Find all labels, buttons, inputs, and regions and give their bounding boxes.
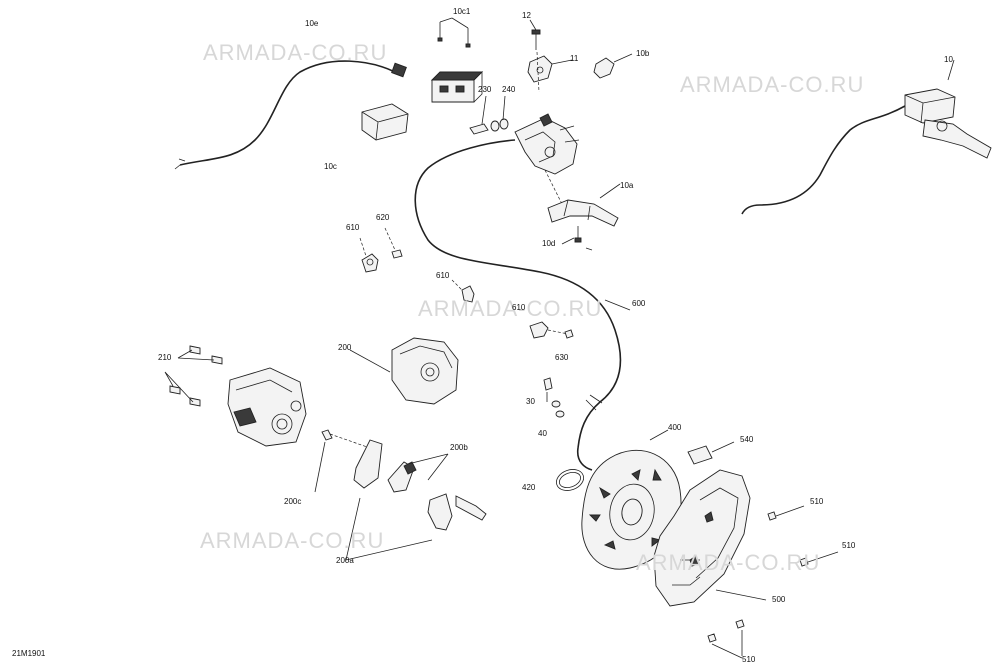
banjo-bolt-30 <box>543 377 553 402</box>
callout-610-mid: 610 <box>436 271 450 280</box>
callout-200a: 200a <box>336 556 354 565</box>
bolt-510-c <box>707 619 745 659</box>
callout-10d: 10d <box>542 239 556 248</box>
callout-10b: 10b <box>636 49 650 58</box>
callout-230: 230 <box>478 85 492 94</box>
caliper-body <box>227 367 307 447</box>
master-cylinder <box>514 113 580 175</box>
brake-hose-600 <box>414 139 631 471</box>
screws-10c1 <box>437 22 471 48</box>
callout-10: 10 <box>944 55 953 64</box>
brake-disc-400 <box>581 429 682 570</box>
reservoir-230-240 <box>469 95 509 135</box>
callout-240: 240 <box>502 85 516 94</box>
brake-lever-10a <box>547 183 621 227</box>
leader-10c1 <box>439 17 469 29</box>
disc-guard-500 <box>653 469 751 607</box>
lever-assembly-10 <box>741 59 992 215</box>
watermark-text: ARMADA-CO.RU <box>200 528 385 553</box>
sensor-wire-10e <box>174 60 407 170</box>
bolts-210 <box>164 345 223 407</box>
module-10c <box>361 103 409 141</box>
bolt-10d <box>561 226 593 251</box>
callout-10c: 10c <box>324 162 337 171</box>
callout-620: 620 <box>376 213 390 222</box>
callout-200: 200 <box>338 343 352 352</box>
callout-630: 630 <box>555 353 569 362</box>
bolt-510-a <box>767 505 805 521</box>
clamp-11 <box>527 55 573 83</box>
watermark-text: ARMADA-CO.RU <box>203 40 388 65</box>
bleeder-200c <box>314 429 371 493</box>
callout-30: 30 <box>526 397 535 406</box>
callout-600: 600 <box>632 299 646 308</box>
clip-610-right <box>529 321 574 339</box>
callout-200c: 200c <box>284 497 302 506</box>
callout-11: 11 <box>570 54 579 63</box>
callout-420: 420 <box>522 483 536 492</box>
pads-200a-200b <box>345 439 487 561</box>
callout-510-b: 510 <box>842 541 856 550</box>
leader-500 <box>715 589 767 601</box>
bolt-620 <box>384 227 403 259</box>
callout-400: 400 <box>668 423 682 432</box>
bolt-10b <box>593 53 633 79</box>
label-540 <box>687 441 735 465</box>
callout-500: 500 <box>772 595 786 604</box>
o-ring-420 <box>556 469 584 491</box>
bolt-12 <box>529 19 541 50</box>
watermark-text: ARMADA-CO.RU <box>680 72 865 97</box>
assembly-line-12 <box>536 51 540 93</box>
callout-10a: 10a <box>620 181 634 190</box>
callout-12: 12 <box>522 11 531 20</box>
watermark-text: ARMADA-CO.RU <box>418 296 603 321</box>
washers-40 <box>551 400 565 418</box>
callout-10c1: 10c1 <box>453 7 471 16</box>
clip-610-mid <box>451 279 475 303</box>
battery-10c1 <box>430 71 484 103</box>
callout-10e: 10e <box>305 19 319 28</box>
callout-40: 40 <box>538 429 547 438</box>
callout-510-c: 510 <box>742 655 756 664</box>
figure-code: 21M1901 <box>12 649 46 658</box>
callout-210: 210 <box>158 353 172 362</box>
caliper-assembled-200 <box>349 337 459 405</box>
callout-610-upper: 610 <box>346 223 360 232</box>
callout-200b: 200b <box>450 443 468 452</box>
clip-610-upper <box>359 237 379 273</box>
callout-610-right: 610 <box>512 303 526 312</box>
callout-510-a: 510 <box>810 497 824 506</box>
bolt-510-b <box>799 551 839 567</box>
watermark-text: ARMADA-CO.RU <box>636 550 821 575</box>
callout-540: 540 <box>740 435 754 444</box>
